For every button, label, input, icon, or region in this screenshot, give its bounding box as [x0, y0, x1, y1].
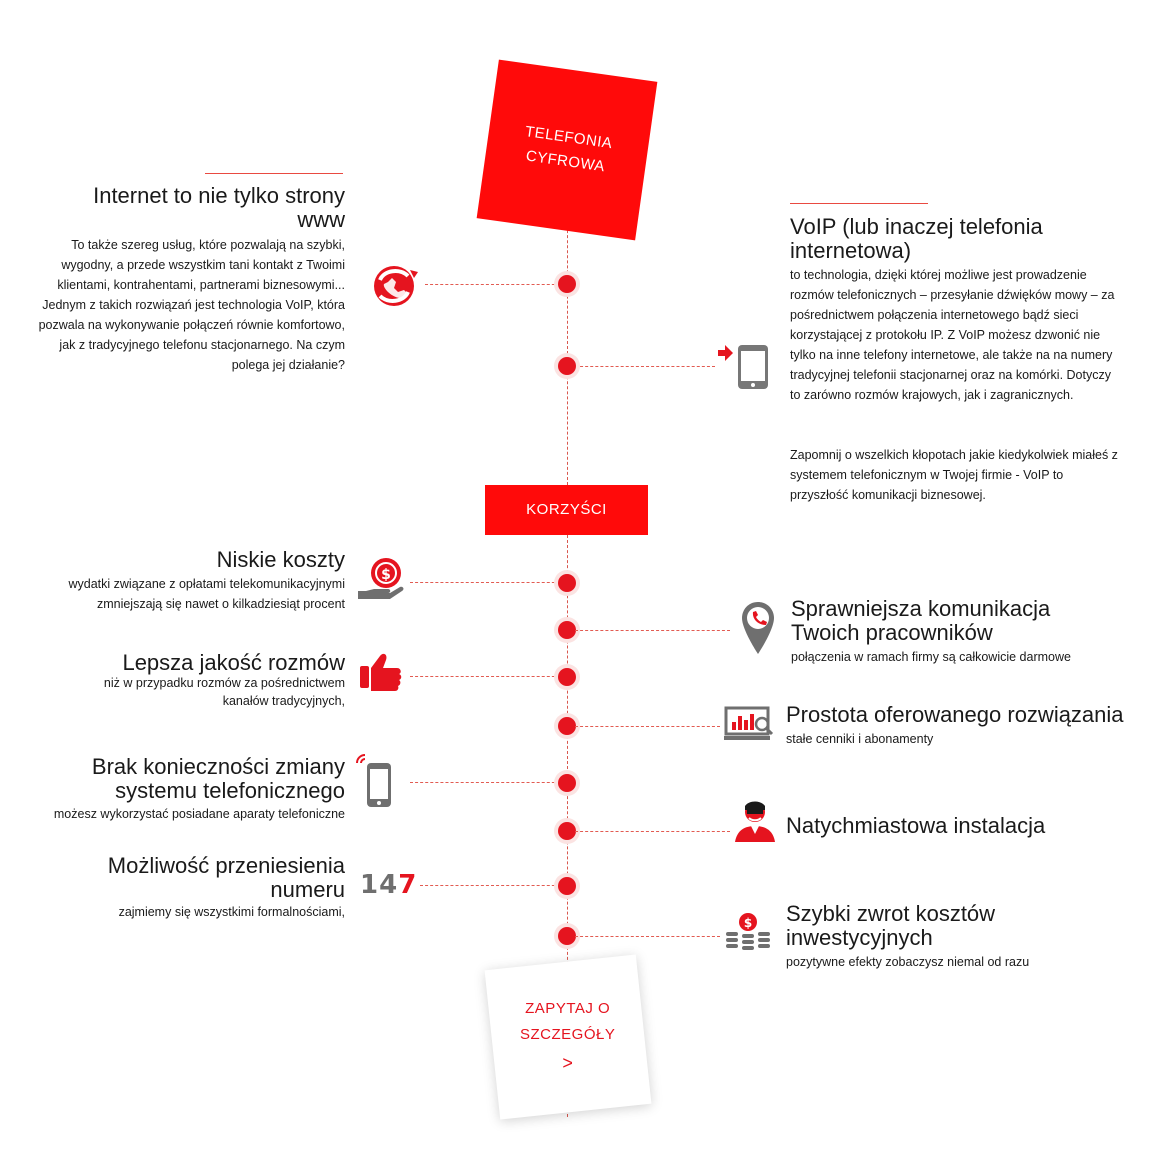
coin-stack-icon: $ [726, 913, 770, 950]
connector-line [575, 831, 730, 832]
hand-coin-icon: $ [358, 558, 404, 599]
smartphone-signal-icon [356, 754, 391, 807]
timeline-dot [558, 774, 576, 792]
timeline-line [567, 215, 568, 485]
benefit-text: niż w przypadku rozmów za pośrednictwem … [103, 676, 345, 708]
connector-line [575, 936, 720, 937]
phone-globe-icon [374, 266, 418, 306]
connector-line [425, 284, 565, 285]
benefit-text: możesz wykorzystać posiadane aparaty tel… [53, 807, 345, 821]
timeline-dot [558, 668, 576, 686]
cta-line-1: ZAPYTAJ O [525, 1000, 611, 1018]
benefits-label-text: KORZYŚCI [526, 501, 607, 518]
number-part-red: 7 [398, 870, 418, 900]
benefits-label: KORZYŚCI [485, 485, 648, 535]
connector-line [420, 885, 565, 886]
svg-text:$: $ [381, 567, 391, 583]
connector-line [575, 726, 720, 727]
benefit-title: Niskie koszty [216, 547, 345, 572]
mobile-incoming-icon [718, 345, 768, 389]
thumbs-up-icon [360, 653, 402, 691]
connector-line [410, 782, 565, 783]
timeline-dot [558, 822, 576, 840]
intro-right-text: to technologia, dzięki której możliwe je… [790, 268, 1115, 402]
map-pin-phone-icon [742, 602, 774, 654]
cta-line-2: SZCZEGÓŁY [520, 1026, 616, 1044]
intro-left-title: Internet to nie tylko strony www [93, 183, 345, 232]
benefit-title: Sprawniejsza komunikacja Twoich pracowni… [791, 596, 1051, 645]
intro-left-text: To także szereg usług, które pozwalają n… [38, 238, 345, 372]
benefit-text: połączenia w ramach firmy są całkowicie … [791, 650, 1071, 664]
svg-text:$: $ [744, 916, 752, 930]
benefit-title: Natychmiastowa instalacja [786, 813, 1046, 838]
timeline-dot [558, 621, 576, 639]
technician-icon [735, 801, 775, 842]
timeline-dot [558, 877, 576, 895]
timeline-dot [558, 717, 576, 735]
number-147-icon: 147 [360, 870, 417, 900]
benefit-title: Brak konieczności zmiany systemu telefon… [91, 754, 345, 803]
number-part-grey: 14 [360, 870, 399, 900]
connector-line [410, 582, 565, 583]
benefit-title: Możliwość przeniesienia numeru [107, 853, 345, 902]
timeline-dot [558, 275, 576, 293]
benefit-title: Lepsza jakość rozmów [122, 650, 345, 675]
benefit-text: pozytywne efekty zobaczysz niemal od raz… [786, 955, 1030, 969]
cta-button[interactable]: ZAPYTAJ O SZCZEGÓŁY > [484, 954, 652, 1120]
timeline-dot [558, 574, 576, 592]
header-box: TELEFONIA CYFROWA [476, 59, 658, 241]
benefit-text: stałe cenniki i abonamenty [786, 732, 934, 746]
monitor-chart-icon [724, 706, 774, 740]
connector-line [575, 366, 715, 367]
timeline-dot [558, 357, 576, 375]
benefit-title: Prostota oferowanego rozwiązania [786, 702, 1124, 727]
benefit-text: wydatki związane z opłatami telekomunika… [68, 577, 345, 611]
timeline-dot [558, 927, 576, 945]
cta-arrow-icon: > [562, 1053, 574, 1074]
connector-line [575, 630, 730, 631]
intro-right-text-2: Zapomnij o wszelkich kłopotach jakie kie… [790, 448, 1118, 502]
intro-right-title: VoIP (lub inaczej telefonia internetowa) [790, 214, 1043, 263]
timeline-line [567, 535, 568, 995]
intro-right-rule [790, 203, 928, 204]
intro-left-rule [205, 173, 343, 174]
benefit-text: zajmiemy się wszystkimi formalnościami, [118, 905, 345, 919]
connector-line [410, 676, 565, 677]
benefit-title: Szybki zwrot kosztów inwestycyjnych [786, 901, 996, 950]
